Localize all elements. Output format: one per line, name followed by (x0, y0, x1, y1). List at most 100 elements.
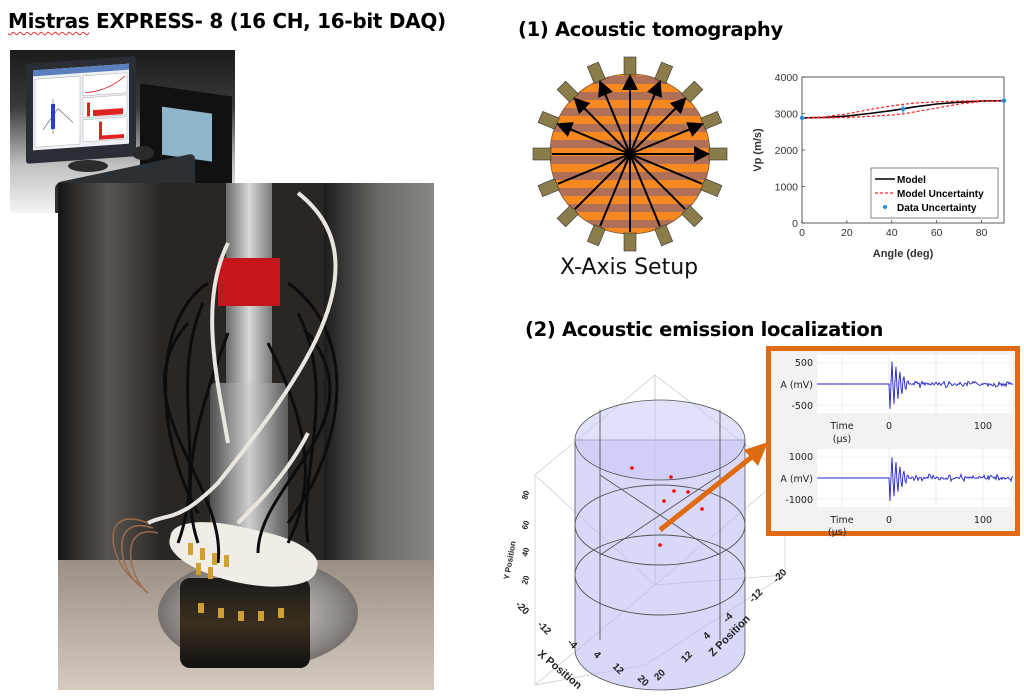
main-title-brand: Mistras (8, 9, 90, 33)
y-position-label: Y Position (502, 540, 518, 580)
w1-ytick-top: 500 (795, 358, 813, 369)
ray-path (629, 153, 661, 227)
w2-xunit: (µs) (828, 527, 847, 538)
w1-xlabel: Time (829, 421, 853, 432)
main-title: Mistras EXPRESS- 8 (16 CH, 16-bit DAQ) (8, 9, 446, 33)
w1-ytick-bot: -500 (791, 401, 813, 412)
x-tick-label: 0 (799, 227, 805, 239)
legend-model-label: Model (897, 175, 926, 186)
series-line (802, 100, 1005, 119)
pressure-vessel-photo (58, 183, 434, 690)
tick-x--20: -20 (513, 599, 531, 617)
ae-event-point (662, 499, 666, 503)
sensor-icon (708, 147, 728, 161)
ae-3d-location-plot: -20 -12 -4 4 12 20 X Position 20 12 4 -4… (502, 374, 790, 692)
tick-y-20: 20 (520, 574, 531, 585)
callout-arrow (658, 442, 768, 532)
tick-y-40: 40 (520, 546, 531, 557)
ray-path (629, 97, 687, 155)
cylinder-rings (574, 410, 746, 640)
sensor-icon (700, 178, 723, 198)
waveform-inset: 500 A (mV) -500 1000 A (mV) -1000 Time (… (766, 346, 1020, 536)
sensor-icon (556, 205, 579, 228)
vp-legend: Model Model Uncertainty Data Uncertainty (870, 167, 999, 219)
section-tomography-title: (1) Acoustic tomography (518, 18, 783, 41)
legend-data-unc-swatch (883, 205, 887, 209)
y-tick-label: 1000 (775, 182, 799, 194)
ray-path (557, 153, 631, 185)
w2-xlabel: Time (829, 515, 853, 526)
ae-event-point (669, 475, 673, 479)
sensor-group (532, 56, 728, 252)
ray-path (573, 97, 631, 155)
sensor-icon (586, 224, 606, 247)
y-tick-label: 2000 (775, 145, 799, 157)
w1-xtick-0: 0 (886, 421, 892, 432)
ray-path (629, 122, 704, 155)
vp-angle-chart: 0 20 40 60 80 0 1000 2000 3000 4000 Vp (m/s) Angl… (752, 72, 1007, 260)
y-tick-label: 0 (792, 218, 798, 230)
ray-path (598, 80, 631, 155)
monitor-stand (68, 160, 108, 172)
ray-path (556, 122, 631, 155)
x-tick-label: 20 (841, 227, 853, 239)
ae-event-point (686, 490, 690, 494)
ray-group (552, 74, 710, 232)
waveform2-trace (817, 457, 1014, 501)
arrow-shaft (658, 450, 760, 532)
sensor-icon (623, 232, 637, 252)
sensor-icon (532, 147, 552, 161)
ray-path (629, 80, 662, 155)
sensor-icon (623, 56, 637, 76)
rig-red-clamp (218, 258, 280, 306)
x-tick-label: 80 (976, 227, 988, 239)
monitor-image (26, 56, 136, 164)
w2-ytick-bot: -1000 (785, 495, 813, 506)
sensor-icon (537, 110, 560, 130)
ray-path (629, 153, 703, 185)
data-point (900, 106, 906, 112)
ray-path (574, 153, 631, 210)
monitor-screen (33, 63, 129, 151)
tomography-sensor-diagram (532, 56, 728, 252)
tick-x--12: -12 (535, 619, 553, 637)
data-point (1001, 98, 1007, 103)
sensor-icon (654, 61, 674, 84)
x-axis-setup-label: X-Axis Setup (560, 255, 699, 280)
rig-feedthrough-stack (180, 578, 310, 668)
vp-y-axis-label: Vp (m/s) (752, 128, 764, 172)
ae-event-points (630, 466, 704, 547)
ae-event-point (700, 507, 704, 511)
legend-data-unc-label: Data Uncertainty (897, 203, 977, 214)
daq-box-label (162, 106, 212, 162)
y-tick-label: 4000 (775, 72, 799, 84)
ae-event-point (630, 466, 634, 470)
ae-event-point (658, 543, 662, 547)
mouse-image (132, 146, 154, 160)
w2-xtick-0: 0 (886, 515, 892, 526)
sensor-icon (537, 178, 560, 198)
x-tick-label: 40 (886, 227, 898, 239)
sensor-icon (586, 61, 606, 84)
monitor-screen-content (33, 63, 129, 148)
sensor-icon (654, 224, 674, 247)
legend-model-unc-label: Model Uncertainty (897, 189, 984, 200)
arrow-head-icon (744, 442, 768, 466)
sensor-icon (700, 110, 723, 130)
data-point (799, 115, 805, 121)
w1-ylabel: A (mV) (780, 380, 813, 391)
sensor-icon (681, 205, 704, 228)
w1-xunit: (µs) (833, 434, 851, 445)
w2-xtick-100: 100 (974, 515, 992, 526)
ray-path (599, 153, 631, 227)
w2-ylabel: A (mV) (780, 474, 813, 485)
w1-xtick-100: 100 (974, 421, 992, 432)
tick-y-60: 60 (520, 519, 531, 530)
w2-ytick-top: 1000 (789, 452, 813, 463)
x-tick-label: 60 (931, 227, 943, 239)
vp-x-axis-label: Angle (deg) (873, 248, 934, 260)
tick-y-80: 80 (520, 489, 531, 500)
rig-cables (112, 191, 339, 621)
ae-event-point (672, 489, 676, 493)
y-tick-label: 3000 (775, 109, 799, 121)
